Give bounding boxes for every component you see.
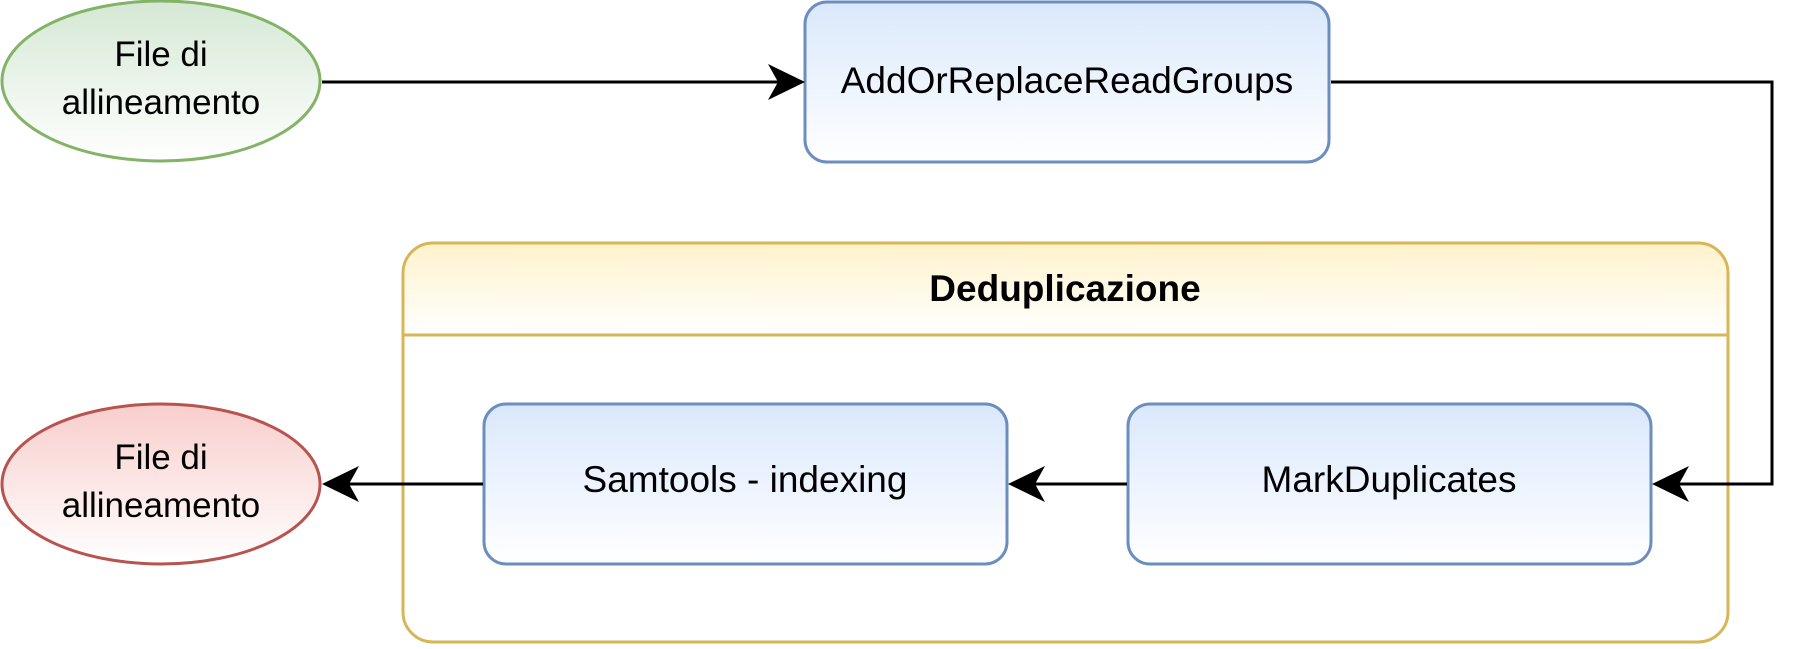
edge-input-to-addorreplace[interactable]	[322, 64, 805, 100]
samtools-label: Samtools - indexing	[583, 459, 908, 500]
edge-line	[1331, 80, 1774, 486]
arrowhead-left-icon	[322, 466, 359, 502]
dedup-group-title: Deduplicazione	[929, 268, 1200, 309]
deduplication-group[interactable]: Deduplicazione	[401, 241, 1730, 644]
output-label-line2: allineamento	[62, 486, 260, 525]
arrowhead-left-icon	[1008, 466, 1045, 502]
output-alignment-file-node[interactable]: File di allineamento	[0, 402, 322, 566]
input-ellipse-shape	[0, 0, 322, 163]
arrowhead-right-icon	[768, 64, 805, 100]
mark-duplicates-box-shape	[1126, 402, 1653, 566]
input-label-line1: File di	[114, 35, 207, 74]
output-ellipse-shape	[0, 402, 322, 566]
dedup-group-border	[401, 241, 1730, 644]
input-alignment-file-node[interactable]: File di allineamento	[0, 0, 322, 163]
dedup-header-fill	[403, 243, 1728, 335]
input-label-line2: allineamento	[62, 83, 260, 122]
output-label-line1: File di	[114, 438, 207, 477]
edge-addorreplace-to-markduplicates[interactable]	[1331, 80, 1774, 502]
add-or-replace-label: AddOrReplaceReadGroups	[841, 60, 1293, 101]
samtools-box-shape	[482, 402, 1009, 566]
add-or-replace-read-groups-node[interactable]: AddOrReplaceReadGroups	[803, 0, 1331, 164]
mark-duplicates-node[interactable]: MarkDuplicates	[1126, 402, 1653, 566]
edge-samtools-to-output[interactable]	[322, 466, 483, 502]
mark-duplicates-label: MarkDuplicates	[1262, 459, 1517, 500]
arrowhead-left-icon	[1652, 466, 1689, 502]
edge-markduplicates-to-samtools[interactable]	[1008, 466, 1127, 502]
samtools-indexing-node[interactable]: Samtools - indexing	[482, 402, 1009, 566]
